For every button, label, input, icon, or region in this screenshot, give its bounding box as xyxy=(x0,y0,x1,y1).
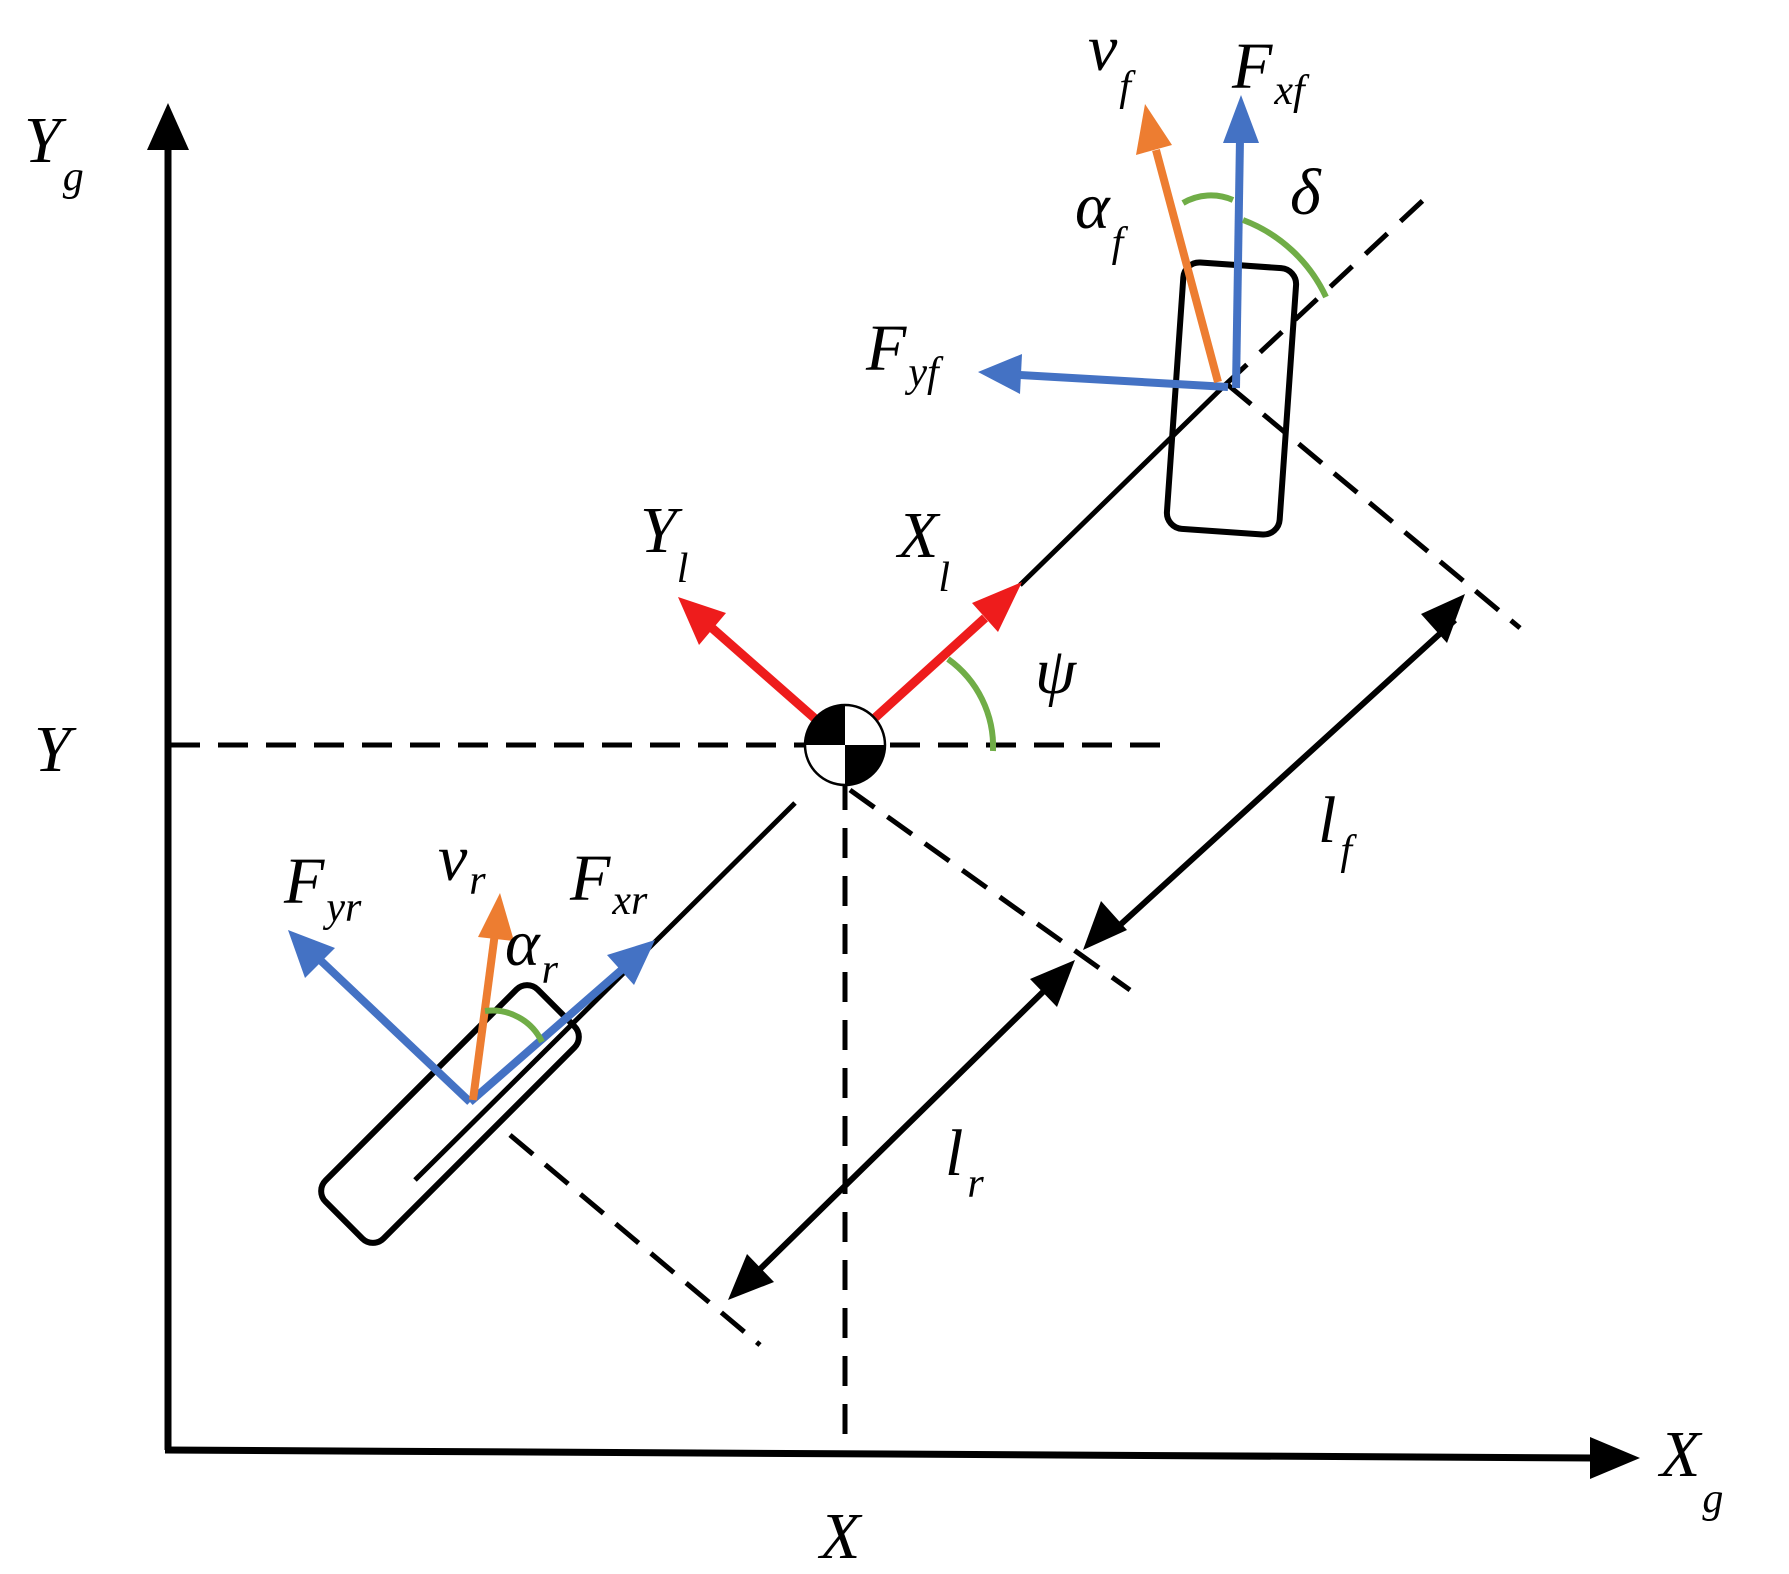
front-lat-force-arrow xyxy=(1019,371,1229,391)
front-lat-force-label: Fyf xyxy=(865,312,944,396)
front-long-force-label: Fxf xyxy=(1231,30,1310,114)
rear-long-force-label: Fxr xyxy=(569,842,648,924)
local-y-label: Yl xyxy=(640,494,688,592)
rear-velocity-arrowhead xyxy=(478,893,514,941)
front-length-arrowhead-top xyxy=(1421,594,1465,643)
front-lat-force-arrowhead xyxy=(978,354,1022,394)
rear-slip-angle-arc xyxy=(484,1007,545,1044)
rear-wheel xyxy=(318,982,582,1246)
global-y-axis-arrowhead xyxy=(147,103,189,150)
cg-y-label: Y xyxy=(34,713,77,786)
global-x-axis-label: Xg xyxy=(1657,1418,1723,1522)
global-x-axis-arrowhead xyxy=(1590,1437,1640,1479)
rear-long-force-arrow xyxy=(467,962,629,1106)
front-wheel xyxy=(1163,259,1300,538)
rear-velocity-arrow xyxy=(469,932,499,1101)
centerline-front-dashed xyxy=(1223,190,1434,387)
cg-quadrant-top-left xyxy=(805,705,845,745)
labels: Yg Xg Y X Yl Xl ψ δ vf Fxf αf Fyf Fyr vr… xyxy=(24,12,1723,1573)
rear-length-arrowhead-bottom xyxy=(728,1254,774,1300)
front-slip-angle-arc xyxy=(1181,192,1235,206)
steer-angle-label: δ xyxy=(1290,156,1322,229)
centerline-rear-solid xyxy=(413,801,797,1182)
front-slip-angle-label: αf xyxy=(1075,170,1129,266)
rear-lat-force-label: Fyr xyxy=(283,845,362,931)
cg-quadrant-bottom-right xyxy=(845,745,885,785)
front-axle-perpendicular xyxy=(1226,383,1522,630)
rear-lat-force-arrowhead xyxy=(288,930,335,978)
yaw-angle-label: ψ xyxy=(1035,635,1077,708)
front-long-force-arrow xyxy=(1232,137,1244,389)
rear-length-dimension-line xyxy=(750,982,1053,1279)
front-vectors xyxy=(978,95,1259,394)
dimension-arrows xyxy=(728,594,1465,1300)
cg-perpendicular xyxy=(848,787,1132,993)
front-wheel-body xyxy=(1163,259,1300,538)
steer-angle-arc xyxy=(1241,217,1329,299)
front-length-dimension-line xyxy=(1117,617,1458,928)
rear-wheel-body xyxy=(318,982,582,1246)
global-x-axis-line xyxy=(164,1446,1596,1462)
rear-vectors xyxy=(288,893,655,1106)
rear-length-arrowhead-top xyxy=(1030,960,1075,1007)
rear-lat-force-arrow xyxy=(315,955,473,1105)
vehicle-centerline xyxy=(413,190,1434,1182)
cg-symbol xyxy=(803,703,887,787)
front-velocity-arrow xyxy=(1152,148,1222,384)
front-velocity-label: vf xyxy=(1088,12,1136,110)
rear-long-force-arrowhead xyxy=(607,940,655,985)
local-x-label: Xl xyxy=(895,499,950,601)
rear-axle-perpendicular xyxy=(508,1133,762,1347)
cg-x-label: X xyxy=(817,1500,863,1573)
rear-velocity-label: vr xyxy=(438,822,486,904)
front-long-force-arrowhead xyxy=(1223,95,1259,143)
front-velocity-arrowhead xyxy=(1136,104,1172,155)
centerline-front-solid xyxy=(1018,383,1227,587)
local-x-axis-arrowhead xyxy=(972,582,1022,632)
angle-arcs xyxy=(484,192,1329,1044)
global-axes xyxy=(147,103,1640,1479)
rear-length-label: lr xyxy=(945,1117,984,1207)
local-y-axis-arrowhead xyxy=(678,597,726,645)
global-y-axis-label: Yg xyxy=(24,104,84,200)
front-length-arrowhead-bottom xyxy=(1083,901,1127,950)
dimension-reference-lines xyxy=(508,383,1522,1347)
yaw-angle-arc xyxy=(946,656,997,752)
front-length-label: lf xyxy=(1318,784,1357,874)
rear-slip-angle-label: αr xyxy=(505,907,559,993)
